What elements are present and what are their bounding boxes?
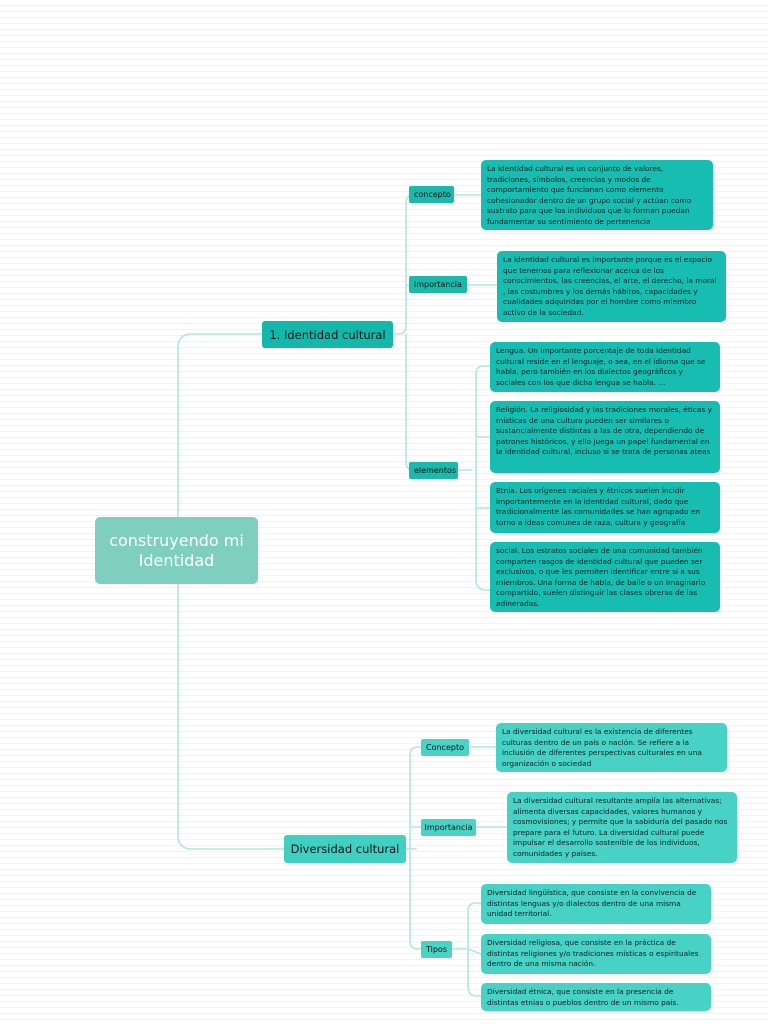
branch-identidad-cultural[interactable]: 1. Identidad cultural	[262, 321, 393, 348]
connector-elementos-trunk	[457, 365, 491, 591]
leaf-text: Diversidad religiosa, que consiste en la…	[487, 938, 699, 969]
node-label: Tipos	[425, 945, 447, 954]
leaf-text: Religión. La religiosidad y las tradicio…	[496, 405, 712, 457]
leaf-text: La diversidad cultural es la existencia …	[502, 727, 702, 768]
connector-root-diversidad	[177, 583, 285, 850]
leaf-diversidad-importancia[interactable]: La diversidad cultural resultante amplía…	[507, 792, 737, 863]
leaf-tipo-religiosa[interactable]: Diversidad religiosa, que consiste en la…	[481, 934, 711, 974]
node-label: importancia	[414, 280, 462, 289]
connector-diversidad-trunk	[405, 746, 422, 950]
root-node[interactable]: construyendo mi Identidad	[95, 517, 258, 584]
node-concepto-diversidad[interactable]: Concepto	[421, 739, 469, 756]
connector-identidad-trunk	[392, 194, 415, 335]
connector-identidad-lower	[405, 333, 415, 471]
node-label: concepto	[414, 190, 451, 199]
leaf-elemento-lengua[interactable]: Lengua. Un importante porcentaje de toda…	[490, 342, 720, 392]
leaf-identidad-importancia[interactable]: La identidad cultural es importante porq…	[497, 251, 726, 322]
node-tipos[interactable]: Tipos	[421, 941, 452, 958]
leaf-tipo-etnica[interactable]: Diversidad étnica, que consiste en la pr…	[481, 983, 711, 1011]
leaf-identidad-concepto[interactable]: La identidad cultural es un conjunto de …	[481, 160, 713, 230]
branch-label: Diversidad cultural	[290, 842, 400, 856]
node-concepto[interactable]: concepto	[409, 186, 454, 203]
node-label: Importancia	[424, 823, 473, 832]
leaf-diversidad-concepto[interactable]: La diversidad cultural es la existencia …	[496, 723, 727, 772]
leaf-text: La identidad cultural es importante porq…	[503, 255, 717, 317]
leaf-text: La diversidad cultural resultante amplía…	[513, 796, 728, 858]
leaf-text: Lengua. Un importante porcentaje de toda…	[496, 346, 706, 387]
branch-diversidad-cultural[interactable]: Diversidad cultural	[284, 835, 406, 863]
connector-tipos-trunk	[451, 902, 482, 997]
leaf-text: Diversidad étnica, que consiste en la pr…	[487, 987, 679, 1007]
node-elementos[interactable]: elementos	[409, 462, 458, 479]
leaf-elemento-etnia[interactable]: Etnia. Los orígenes raciales y étnicos s…	[490, 482, 720, 533]
leaf-tipo-linguistica[interactable]: Diversidad lingüística, que consiste en …	[481, 884, 711, 924]
node-importancia-diversidad[interactable]: Importancia	[421, 819, 476, 836]
leaf-elemento-social[interactable]: social. Los estratos sociales de una com…	[490, 542, 720, 612]
leaf-text: La identidad cultural es un conjunto de …	[487, 164, 692, 226]
leaf-elemento-religion[interactable]: Religión. La religiosidad y las tradicio…	[490, 401, 720, 473]
connector-root-identidad	[177, 333, 263, 518]
leaf-text: Etnia. Los orígenes raciales y étnicos s…	[496, 486, 700, 527]
branch-label: 1. Identidad cultural	[269, 327, 386, 342]
node-label: elementos	[414, 466, 457, 475]
node-importancia[interactable]: importancia	[409, 276, 467, 293]
leaf-text: Diversidad lingüística, que consiste en …	[487, 888, 697, 919]
root-label: construyendo mi Identidad	[109, 530, 244, 570]
leaf-text: social. Los estratos sociales de una com…	[496, 546, 706, 608]
node-label: Concepto	[426, 743, 464, 752]
